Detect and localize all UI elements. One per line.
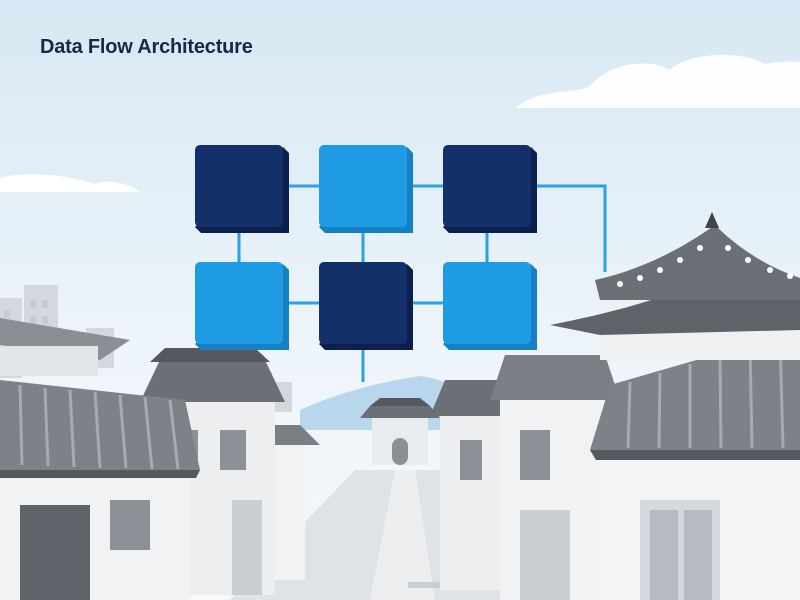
node-n5 (319, 262, 413, 350)
diagram-title: Data Flow Architecture (40, 36, 253, 58)
cloud-icon (0, 54, 800, 192)
connector-group (237, 184, 607, 382)
node-group (195, 145, 537, 350)
node-n1 (195, 145, 289, 233)
node-n6 (443, 262, 537, 350)
node-n2 (319, 145, 413, 233)
node-n4 (195, 262, 289, 350)
node-n3 (443, 145, 537, 233)
